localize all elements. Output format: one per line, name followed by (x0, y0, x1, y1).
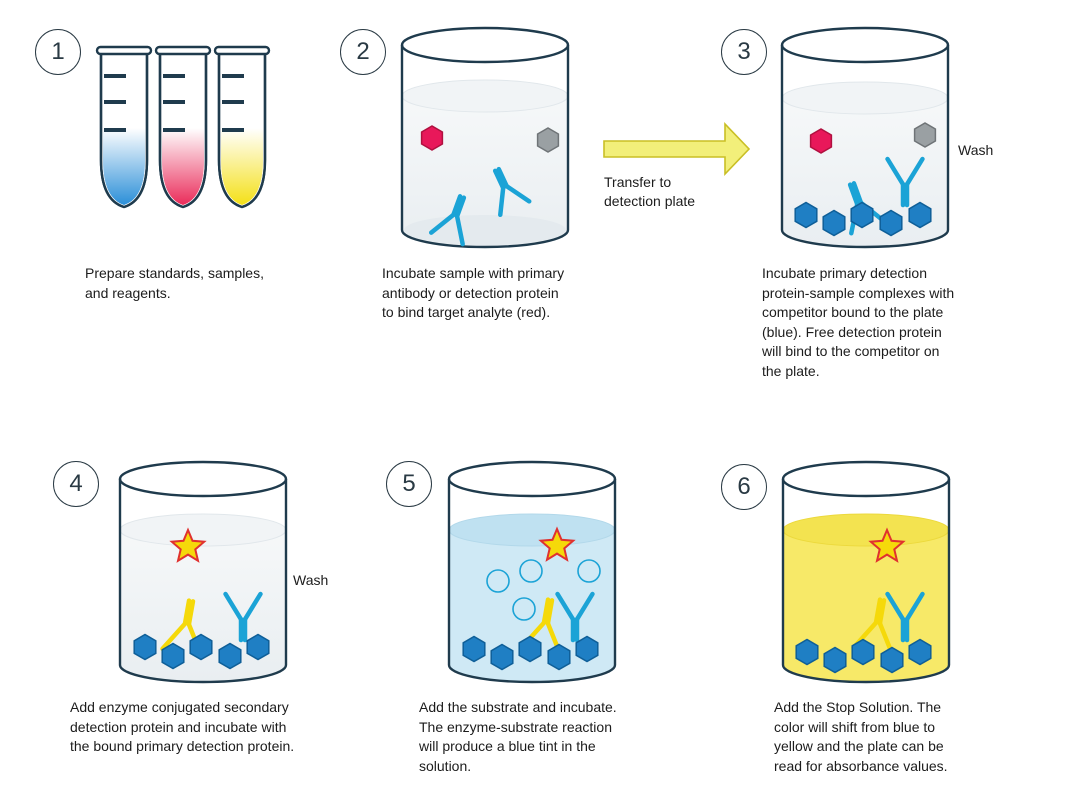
bound-primary-antibody (223, 591, 263, 643)
analyte-hexagon (809, 128, 833, 154)
beaker-step2 (400, 26, 570, 249)
competitor-hexagon (823, 646, 847, 674)
enzyme-star (538, 526, 576, 562)
competitor-hexagon (822, 209, 846, 237)
primary-antibody (428, 194, 467, 247)
competitor-hexagon (851, 638, 875, 666)
step-caption-4: Add enzyme conjugated secondary detectio… (70, 699, 295, 754)
substrate-bubble (519, 559, 543, 583)
primary-antibody (492, 166, 532, 218)
wash-label-step3: Wash (958, 142, 994, 158)
transfer-arrow (603, 122, 751, 176)
tube-red (154, 45, 212, 209)
substrate-bubble (486, 569, 510, 593)
step-caption-1: Prepare standards, samples, and reagents… (85, 265, 264, 301)
beaker-step5 (447, 460, 617, 684)
competitor-hexagon (794, 201, 818, 229)
step-caption-6: Add the Stop Solution. The color will sh… (774, 699, 948, 774)
beaker-step4 (118, 460, 288, 684)
enzyme-star (868, 527, 906, 563)
substrate-bubble (577, 559, 601, 583)
competitor-hexagon (880, 646, 904, 674)
step-number-2: 2 (340, 29, 386, 75)
step-caption-3: Incubate primary detection protein-sampl… (762, 265, 955, 379)
competitor-hexagon (161, 642, 185, 670)
step1-tubes (95, 45, 271, 209)
competitor-hexagon (246, 633, 270, 661)
competitor-hexagon (490, 643, 514, 671)
step-number-6: 6 (721, 464, 767, 510)
competitor-hexagon (133, 633, 157, 661)
competitor-hexagon (908, 201, 932, 229)
competitor-hexagon (795, 638, 819, 666)
step-number-5: 5 (386, 461, 432, 507)
substrate-bubble (512, 597, 536, 621)
bound-primary-antibody (885, 591, 925, 643)
non-target-protein-hexagon (536, 127, 560, 153)
step-caption-2: Incubate sample with primary antibody or… (382, 265, 565, 320)
step-number-1: 1 (35, 29, 81, 75)
analyte-hexagon (420, 125, 444, 151)
bound-primary-antibody (555, 591, 595, 643)
wash-label-step4: Wash (293, 572, 329, 588)
competitor-hexagon (547, 643, 571, 671)
non-target-protein-hexagon (913, 122, 937, 148)
tube-blue (95, 45, 153, 209)
step-number-4: 4 (53, 461, 99, 507)
step-caption-5: Add the substrate and incubate. The enzy… (419, 699, 617, 774)
beaker-step6 (781, 460, 951, 684)
competitor-hexagon (518, 635, 542, 663)
competitor-hexagon (879, 209, 903, 237)
competitor-hexagon (218, 642, 242, 670)
free-antibody-on-competitor (885, 156, 925, 208)
competitor-hexagon (189, 633, 213, 661)
transfer-label: Transfer to detection plate (604, 174, 696, 209)
enzyme-star (169, 527, 207, 563)
tube-yellow (213, 45, 271, 209)
competitor-hexagon (575, 635, 599, 663)
step-number-3: 3 (721, 29, 767, 75)
competitor-hexagon (462, 635, 486, 663)
competitor-hexagon (908, 638, 932, 666)
molecules-layer (133, 122, 937, 674)
competitor-hexagon (850, 201, 874, 229)
